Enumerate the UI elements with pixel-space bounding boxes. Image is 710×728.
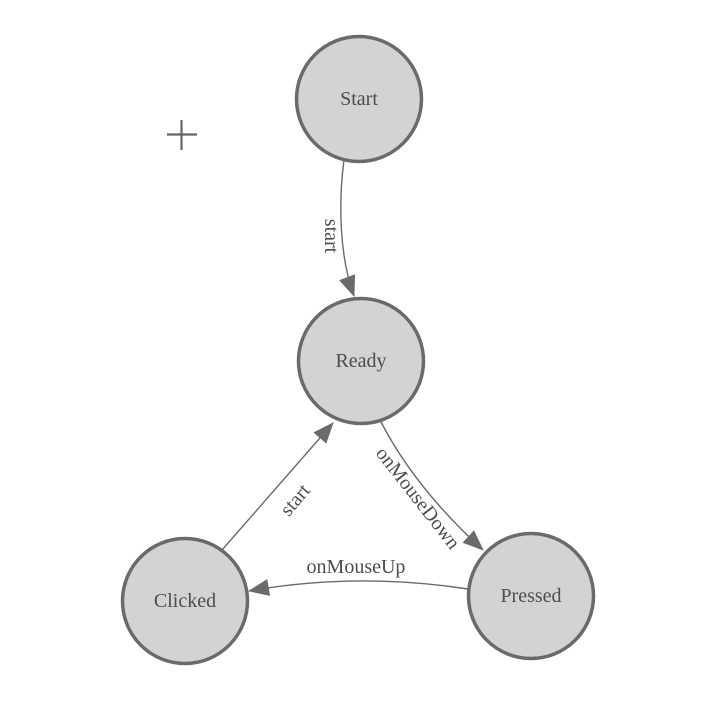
edge-clicked-to-ready-path[interactable]	[221, 422, 334, 551]
edge-start-to-ready-path[interactable]	[339, 159, 356, 297]
node-ready-label: Ready	[335, 350, 386, 372]
edge-ready-to-pressed-path[interactable]	[379, 419, 484, 551]
node-pressed-circle[interactable]	[466, 531, 596, 661]
edge-label-start-1: start	[320, 219, 342, 254]
edge-label-onmousedown: onMouseDown	[371, 443, 464, 554]
node-start-label: Start	[340, 88, 378, 110]
edge-pressed-to-clicked[interactable]: onMouseUp	[248, 556, 469, 596]
edge-label-start-2: start	[276, 480, 315, 521]
edge-label-onmouseup: onMouseUp	[307, 556, 406, 578]
node-start[interactable]: Start	[294, 34, 424, 164]
crosshair-icon	[167, 120, 197, 150]
node-clicked[interactable]: Clicked	[120, 536, 250, 666]
node-pressed[interactable]: Pressed	[466, 531, 596, 661]
node-clicked-label: Clicked	[154, 590, 216, 612]
edge-pressed-to-clicked-path[interactable]	[248, 579, 469, 596]
edge-ready-to-pressed[interactable]: onMouseDown	[371, 419, 484, 554]
node-ready-circle[interactable]	[296, 296, 426, 426]
edge-clicked-to-ready[interactable]: start	[221, 422, 334, 551]
node-clicked-circle[interactable]	[120, 536, 250, 666]
node-pressed-label: Pressed	[500, 585, 561, 607]
node-ready[interactable]: Ready	[296, 296, 426, 426]
edge-start-to-ready[interactable]: start	[320, 159, 356, 297]
node-start-circle[interactable]	[294, 34, 424, 164]
